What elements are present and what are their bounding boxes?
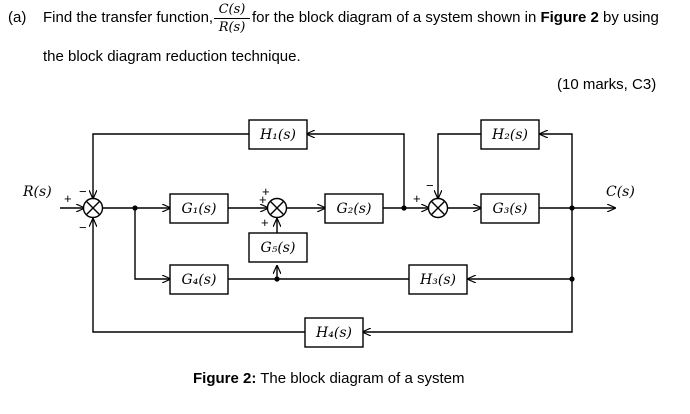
sign-s2-top: + (262, 184, 270, 199)
block-g3-box (480, 193, 540, 224)
block-g5-label: G₅(s) (261, 240, 296, 256)
question-text-after: for the block diagram of a system shown … (252, 9, 659, 27)
node-h3-h4 (569, 276, 575, 282)
block-h2-box (480, 119, 540, 150)
question-text-middle: for the block diagram of a system shown … (252, 9, 537, 26)
sign-s3-top: − (426, 178, 434, 193)
figure-caption-label: Figure 2: (193, 370, 257, 387)
block-h4-box (304, 317, 364, 348)
question-text-before: Find the transfer function, (43, 9, 214, 26)
block-g3-label: G₃(s) (493, 201, 528, 217)
wire-h2-out (438, 133, 481, 198)
question-line-2: the block diagram reduction technique. (43, 48, 301, 65)
fraction-numerator: C(s) (214, 2, 250, 19)
block-g1-box (169, 193, 229, 224)
sign-s2-bottom: + (261, 215, 269, 230)
wire-h1-in (307, 134, 405, 208)
output-label: C(s) (606, 184, 635, 200)
transfer-function-fraction: C(s) R(s) (214, 2, 250, 35)
summing-junction-2 (266, 197, 288, 219)
figure-reference: Figure 2 (540, 9, 599, 26)
wire-h2-in (540, 134, 573, 208)
summing-junction-1 (82, 197, 104, 219)
question-part: (a) (8, 9, 27, 26)
block-g1-label: G₁(s) (182, 201, 217, 217)
wire-g4-in (134, 208, 170, 279)
block-h1-box (248, 119, 308, 150)
input-label: R(s) (22, 184, 52, 200)
block-h3-box (408, 264, 468, 295)
node-after-g2 (401, 205, 407, 211)
question-text-end: by using (603, 9, 659, 26)
sign-s1-bottom: − (79, 220, 87, 235)
block-g4-label: G₄(s) (182, 272, 217, 288)
block-g5-box (248, 232, 308, 263)
wire-h4-out (93, 219, 305, 333)
sign-s2-left: + (259, 192, 267, 207)
block-g2-box (324, 193, 384, 224)
sign-s3-left: + (413, 191, 421, 206)
wire-h1-out (93, 133, 249, 198)
marks-label: (10 marks, C3) (557, 76, 657, 93)
fraction-denominator: R(s) (218, 20, 246, 35)
figure-caption: Figure 2: The block diagram of a system (193, 370, 465, 388)
node-output (569, 205, 575, 211)
figure-caption-text: The block diagram of a system (260, 370, 465, 387)
sign-s1-input: + (64, 191, 72, 206)
block-h1-label: H₁(s) (259, 127, 296, 143)
sign-s1-top: − (79, 184, 87, 199)
block-h2-label: H₂(s) (491, 127, 528, 143)
block-h4-label: H₄(s) (315, 325, 352, 341)
wire-h4-in (363, 208, 573, 332)
node-g4-g5 (274, 276, 280, 282)
block-h3-label: H₃(s) (419, 272, 456, 288)
node-after-g1 (132, 205, 138, 211)
block-g4-box (169, 264, 229, 295)
summing-junction-3 (427, 197, 449, 219)
block-g2-label: G₂(s) (337, 201, 372, 217)
